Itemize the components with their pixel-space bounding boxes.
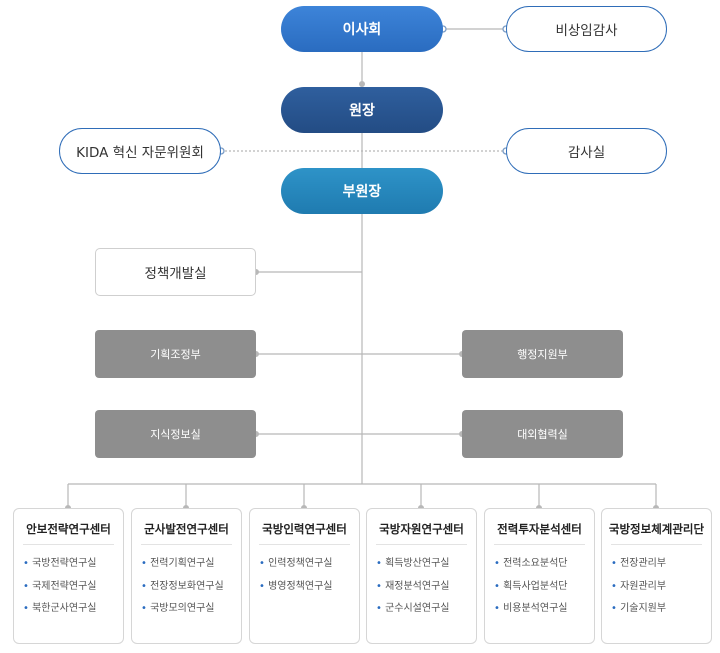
center-item[interactable]: 북한군사연구실: [23, 601, 119, 624]
center-item[interactable]: 전장관리부: [611, 556, 707, 579]
center-defense-resources[interactable]: 국방자원연구센터 획득방산연구실 재정분석연구실 군수시설연구실: [366, 508, 477, 644]
center-title: 국방정보체계관리단: [608, 522, 705, 536]
policy-office-node[interactable]: 정책개발실: [95, 248, 256, 296]
center-divider: [23, 544, 114, 545]
center-item-list: 획득방산연구실 재정분석연구실 군수시설연구실: [376, 556, 472, 624]
center-item-list: 전력소요분석단 획득사업분석단 비용분석연구실: [494, 556, 590, 624]
center-divider: [141, 544, 232, 545]
center-item-list: 전장관리부 자원관리부 기술지원부: [611, 556, 707, 624]
external-cooperation-node[interactable]: 대외협력실: [462, 410, 623, 458]
center-item[interactable]: 국제전략연구실: [23, 579, 119, 602]
center-title: 국방인력연구센터: [262, 522, 347, 536]
center-force-investment-analysis[interactable]: 전력투자분석센터 전력소요분석단 획득사업분석단 비용분석연구실: [484, 508, 595, 644]
center-item[interactable]: 재정분석연구실: [376, 579, 472, 602]
center-item[interactable]: 비용분석연구실: [494, 601, 590, 624]
center-item-list: 인력정책연구실 병영정책연구실: [259, 556, 355, 601]
center-item[interactable]: 자원관리부: [611, 579, 707, 602]
center-title: 군사발전연구센터: [144, 522, 229, 536]
center-divider: [376, 544, 467, 545]
center-item[interactable]: 병영정책연구실: [259, 579, 355, 602]
center-item[interactable]: 국방모의연구실: [141, 601, 237, 624]
knowledge-office-node[interactable]: 지식정보실: [95, 410, 256, 458]
center-item[interactable]: 전장정보화연구실: [141, 579, 237, 602]
president-node[interactable]: 원장: [281, 87, 443, 133]
center-item[interactable]: 전력소요분석단: [494, 556, 590, 579]
center-defense-info-systems[interactable]: 국방정보체계관리단 전장관리부 자원관리부 기술지원부: [601, 508, 712, 644]
center-title: 국방자원연구센터: [379, 522, 464, 536]
center-item[interactable]: 인력정책연구실: [259, 556, 355, 579]
innovation-committee-node[interactable]: KIDA 혁신 자문위원회: [59, 128, 221, 174]
center-title: 안보전략연구센터: [26, 522, 111, 536]
center-divider: [611, 544, 702, 545]
center-security-strategy[interactable]: 안보전략연구센터 국방전략연구실 국제전략연구실 북한군사연구실: [13, 508, 124, 644]
center-item[interactable]: 전력기획연구실: [141, 556, 237, 579]
center-item-list: 국방전략연구실 국제전략연구실 북한군사연구실: [23, 556, 119, 624]
center-divider: [494, 544, 585, 545]
vice-president-node[interactable]: 부원장: [281, 168, 443, 214]
planning-node[interactable]: 기획조정부: [95, 330, 256, 378]
center-defense-manpower[interactable]: 국방인력연구센터 인력정책연구실 병영정책연구실: [249, 508, 360, 644]
board-node[interactable]: 이사회: [281, 6, 443, 52]
center-item-list: 전력기획연구실 전장정보화연구실 국방모의연구실: [141, 556, 237, 624]
auditor-node[interactable]: 비상임감사: [506, 6, 667, 52]
center-military-development[interactable]: 군사발전연구센터 전력기획연구실 전장정보화연구실 국방모의연구실: [131, 508, 242, 644]
center-divider: [259, 544, 350, 545]
center-item[interactable]: 국방전략연구실: [23, 556, 119, 579]
center-item[interactable]: 획득사업분석단: [494, 579, 590, 602]
admin-support-node[interactable]: 행정지원부: [462, 330, 623, 378]
audit-office-node[interactable]: 감사실: [506, 128, 667, 174]
center-title: 전력투자분석센터: [497, 522, 582, 536]
center-item[interactable]: 획득방산연구실: [376, 556, 472, 579]
center-item[interactable]: 군수시설연구실: [376, 601, 472, 624]
center-item[interactable]: 기술지원부: [611, 601, 707, 624]
